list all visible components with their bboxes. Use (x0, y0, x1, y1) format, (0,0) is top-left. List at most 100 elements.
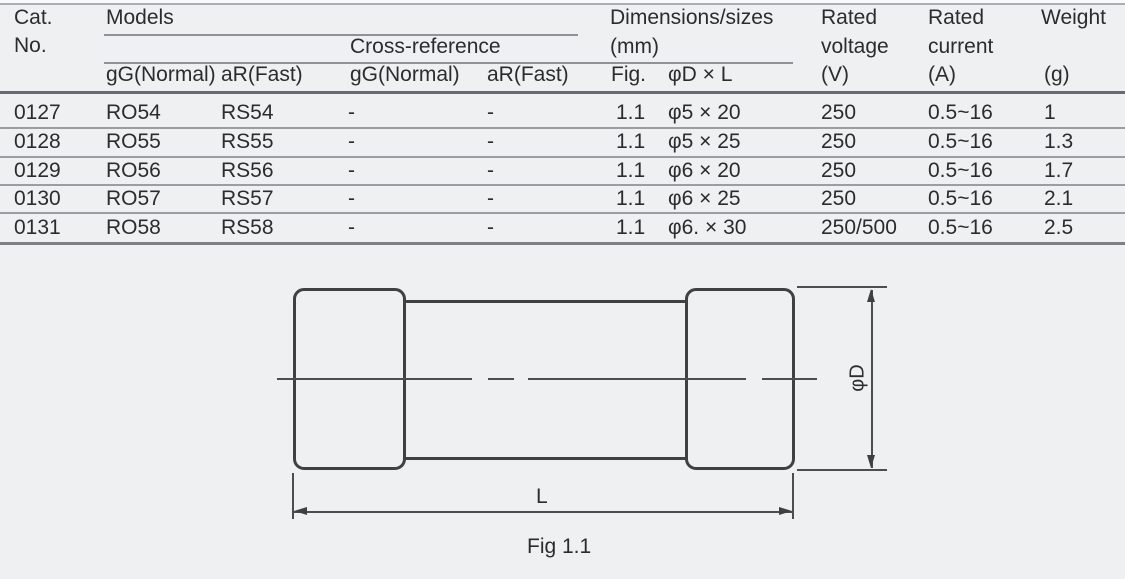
subheader-d-x-l: φD × L (668, 63, 733, 86)
row-divider (0, 127, 1125, 129)
cell-voltage: 250/500 (821, 216, 897, 239)
cell-cat-no: 0127 (14, 101, 61, 124)
cell-cross-gg: - (348, 187, 355, 210)
header-cat: Cat. (14, 6, 53, 29)
fuse-body-outline (300, 300, 790, 460)
center-line-segment (488, 378, 514, 380)
cell-d-x-l: φ5 × 25 (668, 130, 741, 153)
cell-d-x-l: φ6 × 25 (668, 187, 741, 210)
cell-d-x-l: φ6. × 30 (668, 216, 747, 239)
header-rated-voltage: Rated (821, 6, 878, 29)
dimension-arrow-up-icon (867, 289, 875, 302)
dimension-arrow-right-icon (779, 507, 792, 515)
cell-model-gg: RO55 (106, 130, 161, 153)
header-cross-reference: Cross-reference (350, 35, 501, 58)
subheader-gg-normal: gG(Normal) (106, 63, 216, 86)
cell-cat-no: 0128 (14, 130, 61, 153)
cell-model-gg: RO54 (106, 101, 161, 124)
subheader-voltage-unit: (V) (821, 63, 849, 86)
header-bottom-rule (0, 91, 1125, 94)
cell-cross-ar: - (487, 159, 494, 182)
dimension-arrow-left-icon (294, 507, 307, 515)
header-dimensions: Dimensions/sizes (610, 6, 774, 29)
header-models: Models (106, 6, 174, 29)
header-current-word: current (928, 35, 994, 58)
cell-cat-no: 0131 (14, 216, 61, 239)
extension-line-top (797, 286, 887, 288)
subheader-rule (104, 62, 793, 64)
cell-fig: 1.1 (616, 187, 646, 210)
header-rated-current: Rated (928, 6, 985, 29)
cell-cross-gg: - (348, 101, 355, 124)
table-row: 0129 RO56 RS56 - - 1.1 φ6 × 20 250 0.5~1… (0, 160, 1125, 182)
table-row: 0127 RO54 RS54 - - 1.1 φ5 × 20 250 0.5~1… (0, 102, 1125, 124)
row-divider (0, 156, 1125, 158)
cell-cross-gg: - (348, 130, 355, 153)
cell-current: 0.5~16 (928, 187, 993, 210)
phi-d-dimension-line (871, 290, 873, 468)
cell-cross-ar: - (487, 101, 494, 124)
center-line-segment (528, 378, 746, 380)
cell-model-ar: RS54 (221, 101, 274, 124)
cell-cat-no: 0129 (14, 159, 61, 182)
cell-model-ar: RS55 (221, 130, 274, 153)
l-dimension-line (293, 511, 793, 513)
cell-weight: 1.3 (1044, 130, 1074, 153)
subheader-fig: Fig. (611, 63, 647, 86)
cell-fig: 1.1 (616, 101, 646, 124)
cell-fig: 1.1 (616, 159, 646, 182)
phi-d-label: φD (846, 364, 869, 392)
cell-cross-gg: - (348, 159, 355, 182)
row-divider (0, 184, 1125, 186)
subheader-weight-unit: (g) (1044, 63, 1070, 86)
cell-voltage: 250 (821, 101, 857, 124)
page-top-strip (0, 0, 1125, 3)
cell-model-gg: RO58 (106, 216, 161, 239)
subheader-cross-ar-fast: aR(Fast) (487, 63, 569, 86)
cell-model-ar: RS58 (221, 216, 274, 239)
cell-current: 0.5~16 (928, 216, 993, 239)
table-top-rule (0, 3, 1125, 5)
header-mm: (mm) (610, 35, 659, 58)
cell-voltage: 250 (821, 159, 857, 182)
table-row: 0131 RO58 RS58 - - 1.1 φ6. × 30 250/500 … (0, 217, 1125, 239)
header-no: No. (14, 34, 47, 57)
subheader-cross-gg-normal: gG(Normal) (350, 63, 460, 86)
table-row: 0130 RO57 RS57 - - 1.1 φ6 × 25 250 0.5~1… (0, 188, 1125, 210)
cell-cross-ar: - (487, 187, 494, 210)
cell-fig: 1.1 (616, 216, 646, 239)
cell-model-gg: RO56 (106, 159, 161, 182)
table-bottom-rule (0, 242, 1125, 245)
cell-current: 0.5~16 (928, 130, 993, 153)
cell-current: 0.5~16 (928, 159, 993, 182)
header-weight: Weight (1041, 6, 1106, 29)
cell-fig: 1.1 (616, 130, 646, 153)
table-row: 0128 RO55 RS55 - - 1.1 φ5 × 25 250 0.5~1… (0, 131, 1125, 153)
cell-d-x-l: φ6 × 20 (668, 159, 741, 182)
cell-voltage: 250 (821, 187, 857, 210)
cell-weight: 2.1 (1044, 187, 1074, 210)
extension-line-right (792, 473, 794, 519)
cell-weight: 2.5 (1044, 216, 1074, 239)
cell-cat-no: 0130 (14, 187, 61, 210)
cell-cross-ar: - (487, 130, 494, 153)
center-line-segment (762, 378, 817, 380)
subheader-current-unit: (A) (928, 63, 956, 86)
figure-caption: Fig 1.1 (527, 535, 592, 558)
center-line-segment (277, 378, 472, 380)
subheader-ar-fast: aR(Fast) (221, 63, 303, 86)
models-underline (104, 34, 578, 36)
header-voltage-word: voltage (821, 35, 889, 58)
cell-voltage: 250 (821, 130, 857, 153)
extension-line-left (292, 473, 294, 519)
cell-d-x-l: φ5 × 20 (668, 101, 741, 124)
cell-cross-gg: - (348, 216, 355, 239)
cell-model-ar: RS56 (221, 159, 274, 182)
row-divider (0, 212, 1125, 214)
cell-cross-ar: - (487, 216, 494, 239)
cell-weight: 1.7 (1044, 159, 1074, 182)
cell-model-gg: RO57 (106, 187, 161, 210)
cell-model-ar: RS57 (221, 187, 274, 210)
extension-line-bottom (797, 469, 887, 471)
